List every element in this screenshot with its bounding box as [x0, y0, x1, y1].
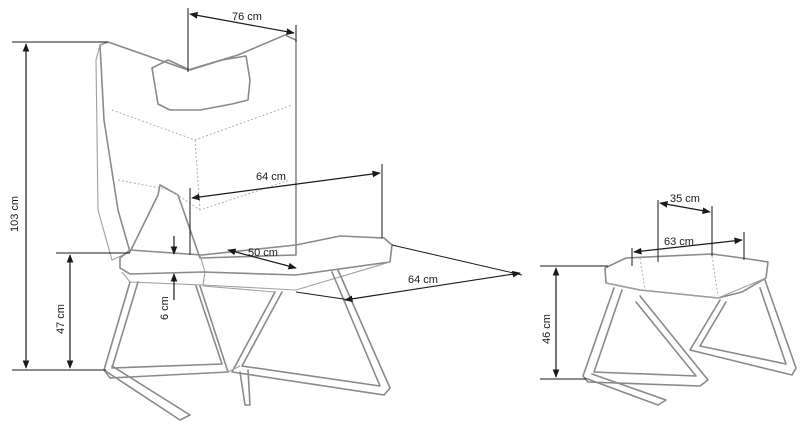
- chair-frame-rail: [202, 285, 276, 373]
- footstool-frame-front: [582, 287, 709, 387]
- footstool-frame-front-inner: [593, 289, 697, 377]
- chair-backrest-seam-vertical: [194, 139, 201, 211]
- chair-frame-front: [103, 281, 229, 379]
- label-chair-seat-width: 64 cm: [256, 171, 286, 183]
- chair-frame-back: [231, 269, 391, 396]
- chair-backrest: [99, 34, 297, 259]
- label-chair-width: 76 cm: [232, 11, 262, 23]
- footstool-frame-back: [689, 279, 797, 376]
- chair-frame-front-inner: [111, 281, 223, 369]
- label-footstool-width: 63 cm: [664, 236, 694, 248]
- label-footstool-depth: 35 cm: [670, 193, 700, 205]
- dimension-chair-width: 76 cm: [187, 8, 297, 72]
- footstool-frame-back-inner: [699, 287, 787, 365]
- chair-frame-runner-right: [239, 369, 251, 406]
- dimension-chair-height: 103 cm: [9, 41, 108, 371]
- dimension-chair-seat-height: 47 cm: [55, 252, 130, 369]
- chair-backrest-seam-lower: [117, 179, 291, 211]
- dimension-chair-seat-width: 64 cm: [189, 164, 383, 255]
- chair-backrest-side: [95, 41, 131, 261]
- footstool-frame-runner: [584, 373, 667, 406]
- footstool-cushion: [604, 253, 769, 299]
- dimension-footstool-height: 46 cm: [540, 265, 608, 380]
- dimension-footstool-depth: 35 cm: [657, 193, 713, 262]
- dimension-chair-overall-depth: 64 cm: [295, 244, 523, 303]
- armchair: [95, 34, 393, 421]
- chair-seat-front: [121, 254, 206, 286]
- dimension-chair-cushion-thickness: 6 cm: [159, 236, 178, 320]
- footstool-seam: [639, 255, 719, 297]
- label-chair-overall-depth: 64 cm: [408, 274, 438, 286]
- label-chair-cushion-thickness: 6 cm: [159, 296, 171, 320]
- chair-frame-back-inner: [241, 271, 381, 387]
- label-chair-seat-depth: 50 cm: [248, 247, 278, 259]
- footstool: [582, 253, 797, 406]
- label-chair-seat-height: 47 cm: [55, 304, 67, 334]
- dimension-footstool-width: 63 cm: [631, 232, 745, 266]
- label-footstool-height: 46 cm: [541, 314, 553, 344]
- chair-frame-runner-left: [103, 365, 191, 421]
- label-chair-height: 103 cm: [9, 196, 21, 232]
- dimension-chair-seat-depth: 50 cm: [227, 247, 297, 270]
- footstool-cushion-bottom: [605, 277, 767, 299]
- chair-headrest-pillow: [151, 55, 251, 111]
